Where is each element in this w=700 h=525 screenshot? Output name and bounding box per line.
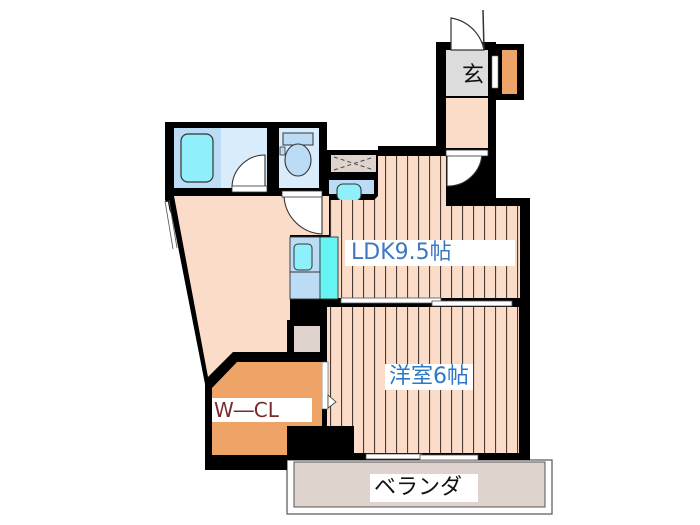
entrance-label: 玄 bbox=[461, 63, 484, 88]
veranda-label: ベランダ bbox=[370, 474, 478, 502]
storage-top bbox=[331, 155, 376, 172]
entrance-area bbox=[436, 9, 524, 198]
kitchen bbox=[289, 236, 339, 300]
bathroom bbox=[174, 128, 268, 193]
western-room-label: 洋室6帖 bbox=[385, 364, 473, 390]
ldk-label: LDK9.5帖 bbox=[345, 240, 515, 266]
walk-in-closet-label: W―CL bbox=[212, 398, 312, 422]
toilet bbox=[279, 128, 319, 188]
washbasin bbox=[329, 180, 374, 202]
